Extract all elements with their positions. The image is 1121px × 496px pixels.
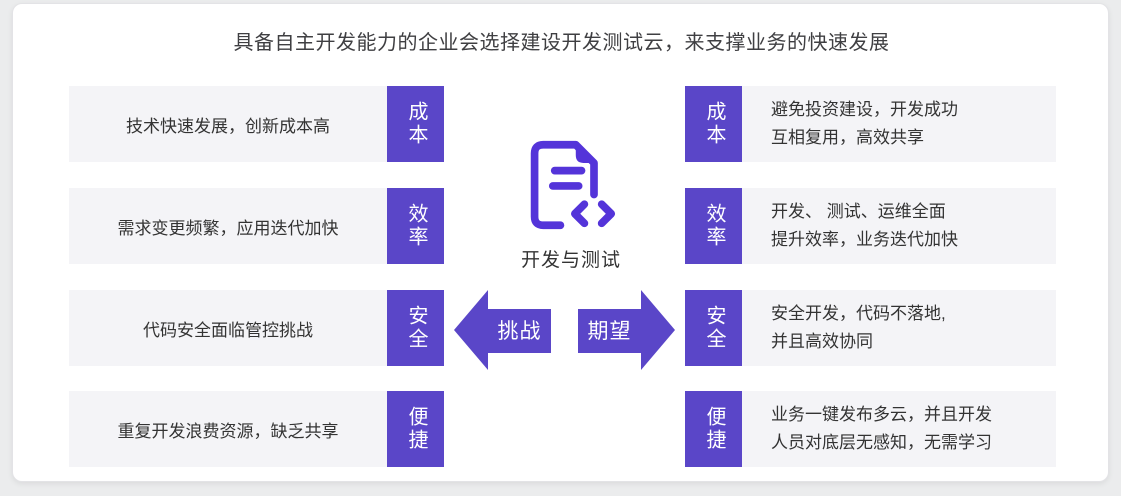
challenge-text: 技术快速发展，创新成本高 <box>126 116 330 136</box>
expectation-line2: 互相复用，高效共享 <box>771 128 924 147</box>
tag-cost: 成本 <box>685 86 742 162</box>
tag-convenience: 便捷 <box>387 391 444 467</box>
page-title: 具备自主开发能力的企业会选择建设开发测试云，来支撑业务的快速发展 <box>233 32 890 54</box>
left-arrow-icon <box>454 290 551 370</box>
expectation-row-efficiency: 效率 开发、 测试、运维全面 提升效率，业务迭代加快 <box>685 188 1056 264</box>
expectation-row-convenience: 便捷 业务一键发布多云，并且开发 人员对底层无感知，无需学习 <box>685 391 1056 467</box>
challenge-row-cost: 技术快速发展，创新成本高 成本 <box>69 86 444 162</box>
diagram-card: 具备自主开发能力的企业会选择建设开发测试云，来支撑业务的快速发展 技术快速发展，… <box>12 3 1109 482</box>
expectation-text: 开发、 测试、运维全面 提升效率，业务迭代加快 <box>771 198 958 254</box>
challenge-row-efficiency: 需求变更频繁，应用迭代加快 效率 <box>69 188 444 264</box>
tag-efficiency: 效率 <box>387 188 444 264</box>
expectation-line2: 人员对底层无感知，无需学习 <box>771 433 992 452</box>
expectation-text: 避免投资建设，开发成功 互相复用，高效共享 <box>771 96 958 152</box>
document-code-icon <box>525 136 617 234</box>
expectation-line1: 避免投资建设，开发成功 <box>771 100 958 119</box>
expectation-text: 业务一键发布多云，并且开发 人员对底层无感知，无需学习 <box>771 401 992 457</box>
expectation-line1: 安全开发，代码不落地, <box>771 304 946 323</box>
expectation-line2: 提升效率，业务迭代加快 <box>771 230 958 249</box>
tag-security: 安全 <box>685 290 742 366</box>
challenge-arrow-label: 挑战 <box>497 320 542 343</box>
expectation-arrow: 期望 <box>578 290 675 370</box>
right-arrow-icon <box>578 290 675 370</box>
tag-efficiency: 效率 <box>685 188 742 264</box>
challenge-text: 代码安全面临管控挑战 <box>143 320 313 340</box>
expectation-line2: 并且高效协同 <box>771 332 873 351</box>
expectation-text: 安全开发，代码不落地, 并且高效协同 <box>771 300 946 356</box>
challenge-text: 重复开发浪费资源，缺乏共享 <box>117 421 339 441</box>
expectation-row-security: 安全 安全开发，代码不落地, 并且高效协同 <box>685 290 1056 366</box>
challenge-row-convenience: 重复开发浪费资源，缺乏共享 便捷 <box>69 391 444 467</box>
expectation-arrow-label: 期望 <box>587 320 632 343</box>
challenge-text: 需求变更频繁，应用迭代加快 <box>117 218 339 238</box>
tag-convenience: 便捷 <box>685 391 742 467</box>
tag-cost: 成本 <box>387 86 444 162</box>
expectation-line1: 开发、 测试、运维全面 <box>771 202 946 221</box>
center-label: 开发与测试 <box>520 250 621 271</box>
tag-security: 安全 <box>387 290 444 366</box>
challenge-row-security: 代码安全面临管控挑战 安全 <box>69 290 444 366</box>
expectation-row-cost: 成本 避免投资建设，开发成功 互相复用，高效共享 <box>685 86 1056 162</box>
challenge-arrow: 挑战 <box>454 290 551 370</box>
expectation-line1: 业务一键发布多云，并且开发 <box>771 405 992 424</box>
